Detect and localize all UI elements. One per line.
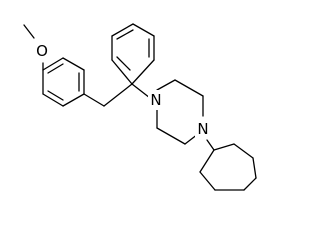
cycloheptyl-ring — [199, 139, 257, 191]
nitrogen-atom-2: N — [195, 118, 212, 138]
oxygen-label: O — [36, 42, 48, 60]
chemical-structure: O N N — [23, 23, 257, 191]
nitrogen-label-1: N — [150, 91, 161, 109]
oxygen-atom: O — [34, 40, 51, 60]
phenyl-ring — [111, 23, 155, 85]
nitrogen-atom-1: N — [148, 90, 165, 110]
nitrogen-label-2: N — [197, 120, 208, 138]
methoxyphenyl-ring — [42, 57, 85, 107]
methoxy-group — [23, 24, 44, 71]
ethyl-linker — [83, 83, 151, 107]
piperazine-ring — [156, 79, 204, 145]
